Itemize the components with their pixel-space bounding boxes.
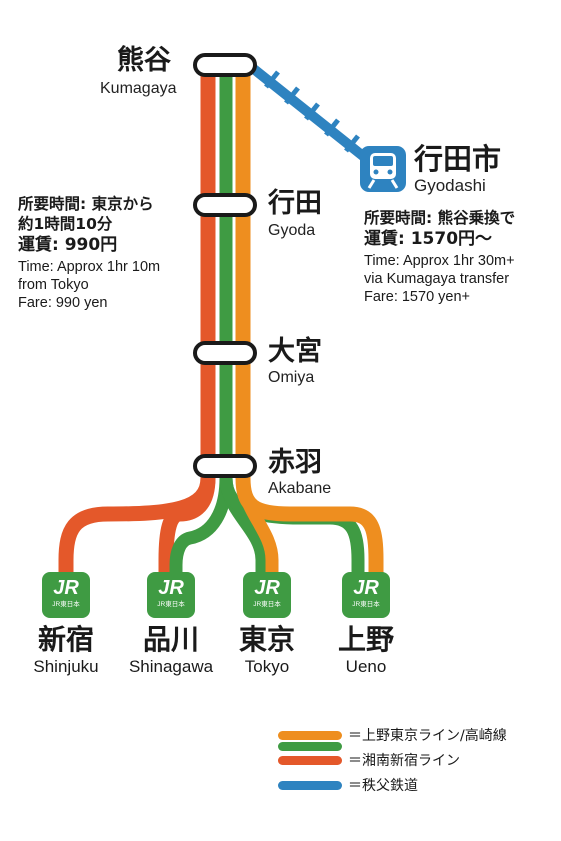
legend-swatch-orange	[278, 731, 342, 740]
destination-ueno-name: 上野	[337, 623, 394, 656]
station-akabane-name: 赤羽	[268, 447, 322, 478]
info-left-jp-2: 約1時間10分	[18, 215, 113, 233]
destination-tokyo-romaji: Tokyo	[244, 657, 290, 676]
train-icon	[360, 146, 406, 192]
station-omiya-name: 大宮	[268, 336, 322, 367]
legend-label-ueno-tokyo: ＝上野東京ライン/高崎線	[348, 728, 507, 744]
legend-swatch-green	[278, 742, 342, 751]
station-marker-omiya	[193, 341, 257, 365]
station-gyoda-romaji: Gyoda	[268, 222, 316, 239]
info-left-en-3: Fare: 990 yen	[18, 295, 108, 311]
info-left-en-2: from Tokyo	[18, 277, 89, 293]
jr-logo-sub: JR東日本	[352, 601, 380, 608]
jr-badge-ueno: JR JR東日本	[342, 572, 390, 618]
info-left-jp-3: 運賃: 990円	[18, 235, 118, 255]
info-right-en-3: Fare: 1570 yen+	[364, 289, 471, 305]
destination-shinagawa-name: 品川	[142, 623, 199, 656]
jr-logo: JR	[158, 577, 184, 599]
station-kumagaya-romaji: Kumagaya	[100, 80, 177, 97]
legend-swatch-red	[278, 756, 342, 765]
station-marker-kumagaya	[193, 53, 257, 77]
trunk-lines	[58, 58, 384, 586]
station-marker-akabane	[193, 454, 257, 478]
station-gyodashi-name: 行田市	[414, 142, 502, 176]
info-right-jp-2: 運賃: 1570円〜	[364, 229, 493, 249]
destination-ueno-romaji: Ueno	[345, 657, 387, 676]
info-left-jp-1: 所要時間: 東京から	[18, 195, 154, 213]
legend-label-chichibu: ＝秩父鉄道	[348, 778, 418, 794]
info-right-en-2: via Kumagaya transfer	[364, 271, 510, 287]
station-marker-gyoda	[193, 193, 257, 217]
jr-logo-sub: JR東日本	[157, 601, 185, 608]
info-right-jp-1: 所要時間: 熊谷乗換で	[364, 209, 516, 227]
jr-logo: JR	[254, 577, 280, 599]
legend-label-shonan-shinjuku: ＝湘南新宿ライン	[348, 753, 460, 769]
jr-logo: JR	[353, 577, 379, 599]
station-akabane-romaji: Akabane	[268, 480, 332, 497]
station-gyoda-name: 行田	[268, 188, 322, 219]
ueno-tokyo-line	[235, 58, 384, 586]
info-left: 所要時間: 東京から 約1時間10分 運賃: 990円 Time: Approx…	[18, 194, 160, 312]
station-kumagaya-name: 熊谷	[117, 45, 171, 76]
chichibu-railway-line	[245, 61, 383, 173]
destination-shinagawa-romaji: Shinagawa	[128, 657, 214, 676]
jr-logo-sub: JR東日本	[253, 601, 281, 608]
jr-badge-shinjuku: JR JR東日本	[42, 572, 90, 618]
station-omiya-romaji: Omiya	[268, 369, 315, 386]
jr-logo: JR	[53, 577, 79, 599]
destination-shinjuku-romaji: Shinjuku	[33, 657, 99, 676]
info-left-en-1: Time: Approx 1hr 10m	[18, 259, 161, 275]
jr-logo-sub: JR東日本	[52, 601, 80, 608]
station-markers	[193, 53, 257, 478]
station-gyodashi-romaji: Gyodashi	[414, 176, 486, 195]
destination-shinjuku-name: 新宿	[37, 623, 94, 656]
info-right-en-1: Time: Approx 1hr 30m+	[364, 253, 515, 269]
legend-swatch-blue	[278, 781, 342, 790]
shonan-shinjuku-line	[58, 58, 216, 586]
jr-badge-tokyo: JR JR東日本	[243, 572, 291, 618]
jr-badge-shinagawa: JR JR東日本	[147, 572, 195, 618]
destination-tokyo-name: 東京	[238, 623, 295, 656]
info-right: 所要時間: 熊谷乗換で 運賃: 1570円〜 Time: Approx 1hr …	[364, 208, 515, 306]
